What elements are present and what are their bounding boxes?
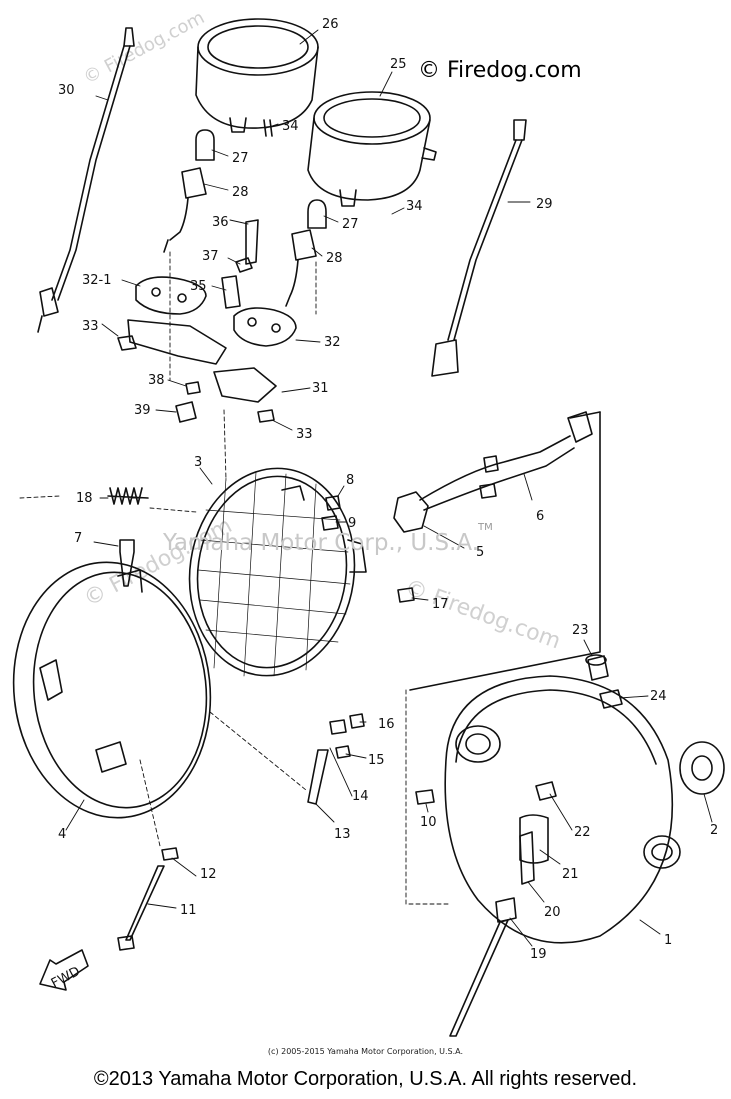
- callout-31: 31: [312, 381, 329, 396]
- callout-14: 14: [352, 789, 369, 804]
- callout-28-right: 28: [326, 251, 343, 266]
- spring-and-screws: [107, 487, 415, 603]
- callout-39: 39: [134, 403, 151, 418]
- callout-22: 22: [574, 825, 591, 840]
- callout-7: 7: [74, 531, 82, 546]
- callout-3: 3: [194, 455, 202, 470]
- callout-38: 38: [148, 373, 165, 388]
- callout-23: 23: [572, 623, 589, 638]
- callout-5: 5: [476, 545, 484, 560]
- small-copyright-line: (c) 2005-2015 Yamaha Motor Corporation, …: [267, 1047, 464, 1056]
- callout-32: 32: [324, 335, 341, 350]
- callout-16: 16: [378, 717, 395, 732]
- callout-12: 12: [200, 867, 217, 882]
- callout-27: 27: [232, 151, 249, 166]
- assembly-lines: [19, 251, 451, 905]
- callout-37: 37: [202, 249, 219, 264]
- callout-15: 15: [368, 753, 385, 768]
- callout-34-right: 34: [406, 199, 423, 214]
- yamaha-watermark: Yamaha Motor Corp., U.S.A.: [163, 530, 480, 556]
- bulb-socket-right: [285, 199, 327, 307]
- fwd-arrow: [39, 949, 89, 991]
- leader-lines: [65, 29, 713, 947]
- callout-8: 8: [346, 473, 354, 488]
- meter-bracket-right: [213, 307, 297, 403]
- callout-4: 4: [58, 827, 66, 842]
- callout-19: 19: [530, 947, 547, 962]
- callout-2: 2: [710, 823, 718, 838]
- callout-30: 30: [58, 83, 75, 98]
- copyright-footer: ©2013 Yamaha Motor Corporation, U.S.A. A…: [93, 1068, 638, 1090]
- callout-27-right: 27: [342, 217, 359, 232]
- bolt-19: [449, 897, 517, 1037]
- meter-bracket-left: [127, 276, 227, 365]
- callout-9: 9: [348, 516, 356, 531]
- callout-10: 10: [420, 815, 437, 830]
- callout-11: 11: [180, 903, 197, 918]
- callout-20: 20: [544, 905, 561, 920]
- callout-21: 21: [562, 867, 579, 882]
- trademark-mark: TM: [478, 522, 493, 533]
- callout-33-right: 33: [296, 427, 313, 442]
- callout-36: 36: [212, 215, 229, 230]
- tachometer-cable-29: [431, 119, 527, 377]
- speedometer-cable-30: [37, 27, 135, 333]
- callout-26: 26: [322, 17, 339, 32]
- callout-24: 24: [650, 689, 667, 704]
- callout-1: 1: [664, 933, 672, 948]
- wiring-harness: [393, 411, 601, 691]
- callout-29: 29: [536, 197, 553, 212]
- headlight-case: [444, 675, 681, 944]
- callout-34: 34: [282, 119, 299, 134]
- callout-35: 35: [190, 279, 207, 294]
- callout-28: 28: [232, 185, 249, 200]
- callout-13: 13: [334, 827, 351, 842]
- callout-25: 25: [390, 57, 407, 72]
- callout-17: 17: [432, 597, 449, 612]
- hardware-stack: [117, 219, 275, 423]
- firedog-watermark: © Firedog.com: [418, 58, 582, 83]
- callout-33: 33: [82, 319, 99, 334]
- headlight-unit: [188, 467, 367, 677]
- callout-layer: 1 2 3 4 5 6 7 8 9 10 11 12 13 14 15 16 1…: [49, 17, 718, 992]
- mounting-hardware: [117, 713, 365, 951]
- case-accessories: [415, 654, 725, 805]
- headlight-rim: [12, 561, 212, 819]
- tachometer-drawing: [307, 91, 437, 207]
- bulb-socket-left: [163, 129, 215, 253]
- callout-18: 18: [76, 491, 93, 506]
- speedometer-drawing: [195, 18, 319, 137]
- callout-32-1: 32-1: [82, 273, 112, 288]
- callout-6: 6: [536, 509, 544, 524]
